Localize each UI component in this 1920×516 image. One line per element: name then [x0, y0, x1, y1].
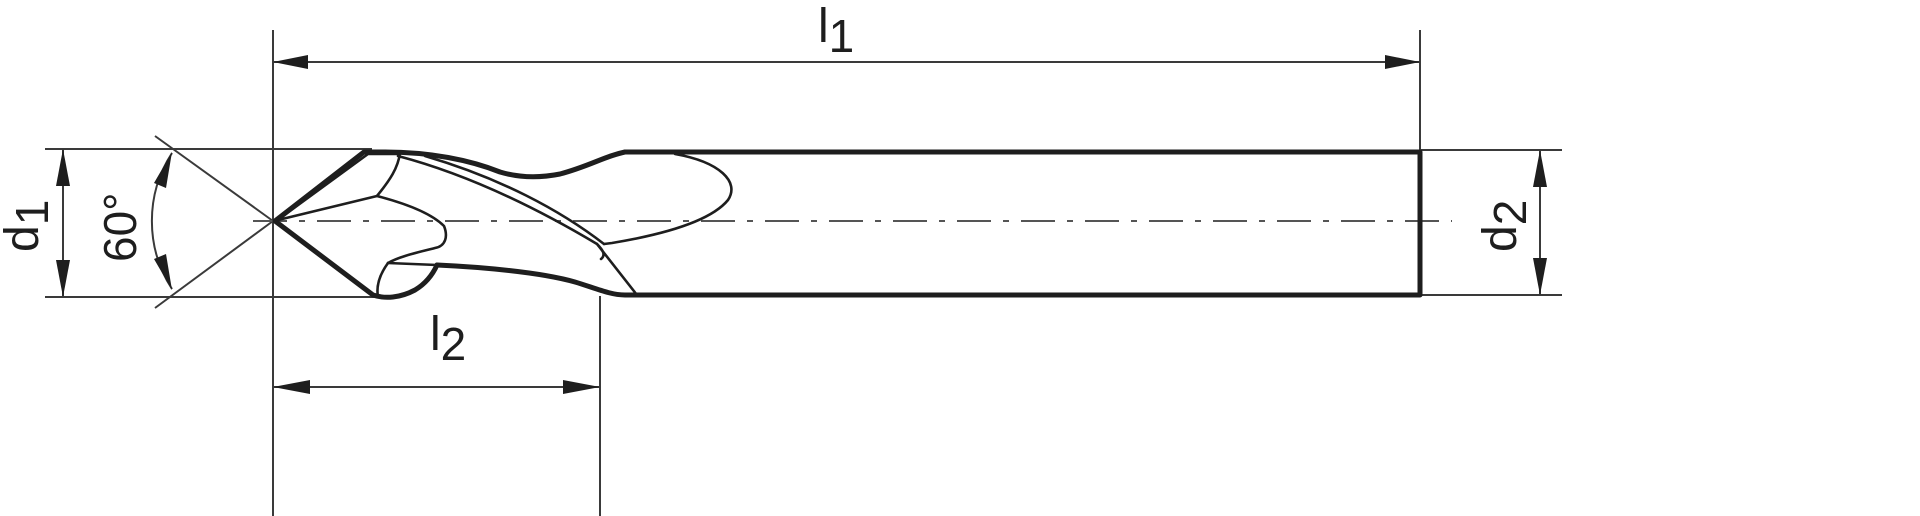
l2-arrow-left — [273, 380, 310, 394]
upper-flute-contour — [382, 149, 628, 180]
dimension-l1: l1 — [273, 0, 1420, 69]
angle-arrow-bottom — [154, 254, 172, 290]
helix-line-inner — [396, 154, 639, 297]
dimension-l2: l2 — [273, 308, 600, 394]
dimension-angle: 60° — [94, 152, 173, 290]
angle-arrow-top — [154, 152, 172, 188]
upper-edge-chamfer — [277, 152, 400, 221]
drill-body — [272, 149, 1423, 300]
l1-arrow-left — [273, 55, 308, 69]
l2-arrow-right — [563, 380, 600, 394]
upper-cutting-edge — [272, 149, 388, 224]
d1-label: d1 — [0, 200, 58, 252]
lower-flute-contour — [434, 262, 640, 298]
lower-flute-face — [376, 261, 390, 299]
dimension-d2: d2 — [1474, 150, 1547, 295]
web-contour — [375, 194, 448, 265]
angle-extension-lower — [154, 220, 274, 309]
extension-lines — [45, 30, 1562, 516]
d2-label: d2 — [1474, 200, 1536, 252]
d2-arrow-top — [1533, 150, 1547, 187]
helix-line-outer — [423, 154, 606, 246]
l1-arrow-right — [1385, 55, 1420, 69]
dimension-d1: d1 — [0, 149, 70, 297]
lower-land — [386, 261, 439, 267]
flute-runout — [602, 152, 733, 246]
d1-arrow-top — [56, 149, 70, 186]
helix-end-cap — [595, 242, 605, 261]
shank-outline — [622, 149, 1423, 298]
l2-label: l2 — [430, 308, 466, 370]
d1-arrow-bottom — [56, 260, 70, 297]
l1-label: l1 — [818, 0, 854, 62]
angle-extension-upper — [154, 135, 274, 222]
upper-flute-face — [276, 151, 402, 222]
angle-label: 60° — [94, 192, 146, 262]
d2-arrow-bottom — [1533, 258, 1547, 295]
lower-cutting-edge — [272, 218, 440, 300]
